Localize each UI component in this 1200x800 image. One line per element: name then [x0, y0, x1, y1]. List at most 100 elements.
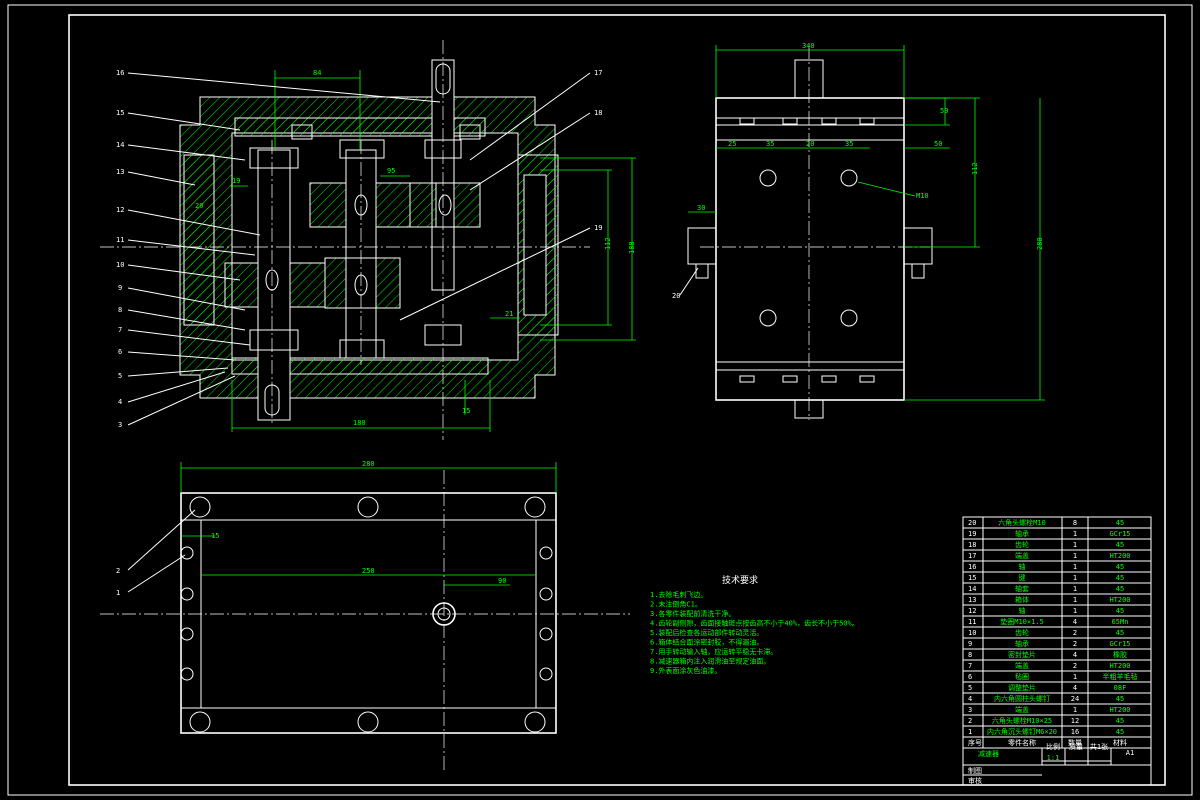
tech-note-line: 6.箱体结合面涂密封胶，不得漏油。 [650, 638, 763, 647]
svg-text:18: 18 [968, 541, 976, 549]
svg-text:轴套: 轴套 [1015, 584, 1029, 593]
svg-text:4: 4 [118, 398, 122, 406]
svg-text:2: 2 [968, 717, 972, 725]
svg-text:GCr15: GCr15 [1109, 530, 1130, 538]
svg-text:HT200: HT200 [1109, 552, 1130, 560]
svg-text:12: 12 [116, 206, 124, 214]
svg-text:内六角圆柱头螺钉: 内六角圆柱头螺钉 [994, 694, 1050, 703]
svg-text:轴承: 轴承 [1015, 639, 1029, 648]
svg-text:11: 11 [116, 236, 124, 244]
side-lug-left [687, 227, 717, 265]
svg-text:16: 16 [968, 563, 976, 571]
svg-text:9: 9 [968, 640, 972, 648]
title-block-text: 比例 [1046, 742, 1060, 751]
svg-text:45: 45 [1116, 629, 1124, 637]
svg-text:08F: 08F [1114, 684, 1127, 692]
dim-right-h2: 188 [628, 241, 636, 254]
svg-text:数量: 数量 [1068, 738, 1082, 747]
svg-text:13: 13 [968, 596, 976, 604]
svg-text:24: 24 [1071, 695, 1079, 703]
svg-text:10: 10 [968, 629, 976, 637]
svg-text:1: 1 [1073, 706, 1077, 714]
leader-lines-left [127, 72, 441, 426]
side-lug-right [903, 227, 933, 265]
svg-text:19: 19 [968, 530, 976, 538]
bom-row: 5 调整垫片 4 08F [968, 683, 1126, 692]
svg-text:8: 8 [118, 306, 122, 314]
title-block-text: A1 [1126, 749, 1134, 757]
dim-side-top-gap: 50 [940, 107, 948, 115]
svg-text:3: 3 [118, 421, 122, 429]
svg-text:8: 8 [968, 651, 972, 659]
svg-text:HT200: HT200 [1109, 662, 1130, 670]
svg-text:10: 10 [116, 261, 124, 269]
inner-border [68, 14, 1166, 786]
svg-text:齿轮: 齿轮 [1015, 540, 1029, 549]
svg-text:轴承: 轴承 [1015, 529, 1029, 538]
title-block [962, 747, 1152, 786]
svg-text:20: 20 [806, 140, 814, 148]
svg-text:5: 5 [118, 372, 122, 380]
svg-text:17: 17 [594, 69, 602, 77]
svg-text:3: 3 [968, 706, 972, 714]
svg-text:六角头螺栓M10: 六角头螺栓M10 [998, 518, 1046, 527]
svg-text:45: 45 [1116, 728, 1124, 736]
title-block-text: 共1张 [1090, 742, 1108, 751]
svg-text:内六角沉头螺钉M6×20: 内六角沉头螺钉M6×20 [987, 727, 1057, 736]
tech-note-line: 5.装配后检查各运动部件转动灵活。 [650, 628, 763, 637]
svg-text:45: 45 [1116, 541, 1124, 549]
svg-text:16: 16 [116, 69, 124, 77]
svg-text:橡胶: 橡胶 [1113, 650, 1127, 659]
svg-text:20: 20 [968, 519, 976, 527]
side-view: 20 340 50 25 35 20 35 50 112 280 M10 30 [672, 42, 1045, 420]
svg-text:45: 45 [1116, 574, 1124, 582]
svg-text:1: 1 [1073, 673, 1077, 681]
svg-text:15: 15 [116, 109, 124, 117]
output-shaft [257, 149, 291, 421]
dim-base-inner: 250 [362, 567, 375, 575]
svg-text:13: 13 [116, 168, 124, 176]
svg-text:4: 4 [1073, 618, 1077, 626]
dim-bottom-span: 180 [353, 419, 366, 427]
dim-side-height: 280 [1036, 237, 1044, 250]
svg-text:5: 5 [968, 684, 972, 692]
svg-text:12: 12 [1071, 717, 1079, 725]
callouts-left: 16 15 14 13 12 11 10 9 8 7 6 5 4 3 [116, 69, 124, 429]
svg-text:4: 4 [1073, 684, 1077, 692]
svg-text:齿轮: 齿轮 [1015, 628, 1029, 637]
svg-text:6: 6 [118, 348, 122, 356]
svg-text:14: 14 [116, 141, 124, 149]
base-bolt-holes [180, 496, 553, 733]
right-cover-recess [523, 174, 547, 316]
svg-text:2: 2 [1073, 662, 1077, 670]
dim-right-offset: 15 [462, 407, 470, 415]
tech-note-line: 7.用手转动输入轴，应运转平稳无卡滞。 [650, 647, 777, 656]
tech-note-line: 4.齿轮副侧隙，齿面接触斑点按齿高不小于40%，齿长不小于50%。 [650, 619, 859, 628]
outer-border [7, 4, 1193, 796]
svg-text:端盖: 端盖 [1015, 661, 1029, 670]
callout-20: 20 [672, 292, 680, 300]
dim-side-right-gap: 50 [934, 140, 942, 148]
bom-header: 序号零件名称数量材料 [968, 738, 1127, 747]
svg-text:调整垫片: 调整垫片 [1008, 683, 1036, 692]
tech-note-line: 3.各零件装配前清洗干净。 [650, 609, 735, 618]
title-block-text: 1:1 [1047, 754, 1060, 762]
svg-text:45: 45 [1116, 695, 1124, 703]
bottom-view: 280 250 15 90 2 1 [100, 460, 630, 770]
svg-text:45: 45 [1116, 519, 1124, 527]
side-holes [759, 169, 858, 327]
title-block-text: 制图 [968, 766, 982, 775]
